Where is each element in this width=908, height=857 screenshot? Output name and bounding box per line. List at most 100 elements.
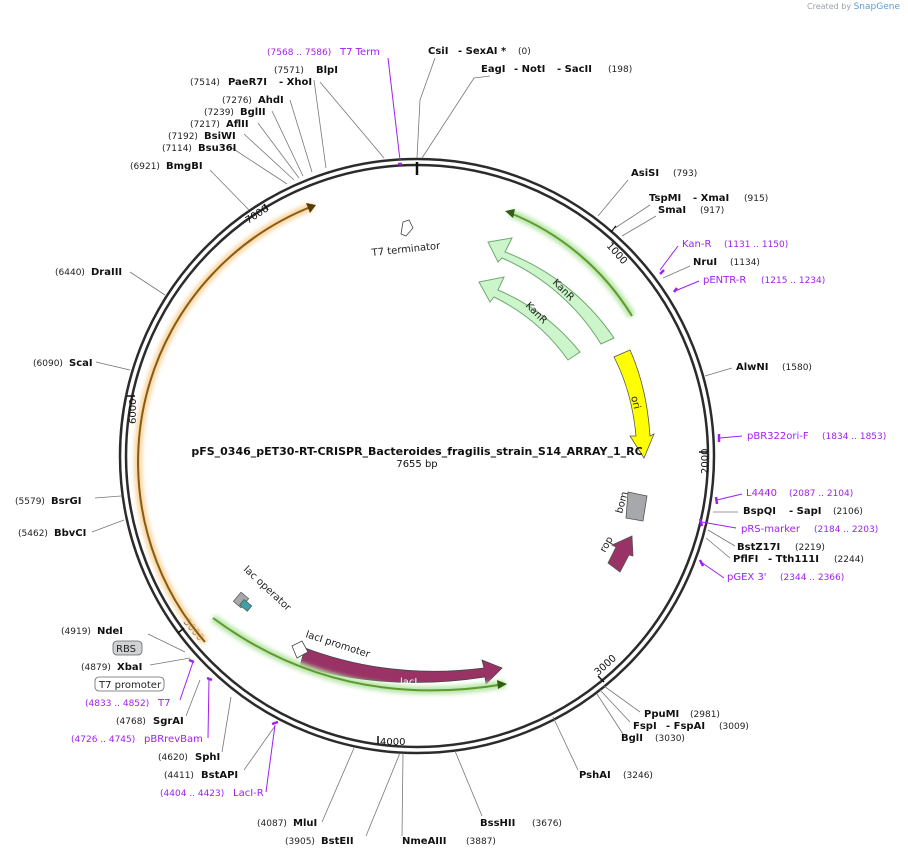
site-bmgbi: BmgBI [166, 161, 203, 172]
site-asisi: AsiSI [631, 168, 659, 179]
site-smai: SmaI [658, 205, 686, 216]
laci-promoter-arrow [291, 640, 309, 659]
pos-6921: (6921) [130, 162, 160, 172]
pos-4411: (4411) [164, 771, 194, 781]
pos-7514: (7514) [190, 78, 220, 88]
site-bsshii: BssHII [480, 818, 515, 829]
pos-198: (198) [608, 65, 632, 75]
primer-kanr: Kan-R [682, 239, 711, 250]
pos-1580: (1580) [782, 363, 812, 373]
primer-pgex-pos: (2344 .. 2366) [780, 573, 844, 583]
site-bglii: BglII [240, 107, 266, 118]
primer-lacir: LacI-R [233, 788, 264, 799]
site-fspai: - FspAI [666, 721, 705, 732]
site-fspi: FspI [633, 721, 657, 732]
site-bstapi: BstAPI [201, 770, 238, 781]
primer-pbrrevbam-pos: (4726 .. 4745) [71, 735, 135, 745]
t7-terminator-arrow [400, 219, 414, 237]
pos-3676: (3676) [532, 819, 562, 829]
primer-pbr322: pBR322ori-F [747, 431, 809, 442]
orange-orf-arrow [137, 205, 314, 643]
site-bsteii: BstEII [321, 836, 354, 847]
primer-marks [188, 162, 721, 726]
tick-2000: 2000 [700, 449, 711, 474]
site-tth111i: - Tth111I [768, 554, 819, 565]
site-alwni: AlwNI [736, 362, 769, 373]
pos-2219: (2219) [795, 543, 825, 553]
pos-4620: (4620) [158, 753, 188, 763]
site-aflii: AflII [226, 119, 249, 130]
laci-label: lacI [400, 677, 417, 688]
site-blpi: BlpI [316, 65, 338, 76]
rop-feature [607, 535, 634, 573]
site-draiii: DraIII [91, 267, 122, 278]
laci-feature [299, 647, 503, 685]
t7-promoter-box [94, 676, 165, 692]
tick-4000: 4000 [380, 737, 405, 748]
site-pflfi: PflFI [733, 554, 758, 565]
ori-feature [613, 349, 655, 459]
pos-7217: (7217) [190, 120, 220, 130]
snapgene-watermark: Created by SnapGene [807, 2, 900, 12]
site-bsrgi: BsrGI [51, 496, 81, 507]
primer-prs-pos: (2184 .. 2203) [814, 525, 878, 535]
site-sexai: - SexAI * [458, 46, 507, 57]
t7-promoter-label: T7 promoter [98, 680, 162, 691]
pos-2981: (2981) [690, 710, 720, 720]
primer-pbr322-pos: (1834 .. 1853) [822, 432, 886, 442]
primer-pgex: pGEX 3' [727, 572, 767, 583]
pos-5462: (5462) [18, 529, 48, 539]
site-eagi: EagI [481, 64, 505, 75]
lac-orf-arrow [212, 617, 506, 692]
pos-6440: (6440) [55, 268, 85, 278]
pos-4087: (4087) [257, 819, 287, 829]
site-nrui: NruI [693, 257, 717, 268]
site-paer7i: PaeR7I [228, 77, 267, 88]
t7-terminator-label: T7 terminator [370, 241, 441, 259]
pos-1134: (1134) [730, 258, 760, 268]
pos-4919: (4919) [61, 627, 91, 637]
site-ndei: NdeI [97, 626, 123, 637]
pos-4879: (4879) [81, 663, 111, 673]
pos-7571: (7571) [274, 66, 304, 76]
pos-3030: (3030) [655, 734, 685, 744]
primer-l4440-pos: (2087 .. 2104) [789, 489, 853, 499]
site-leader-lines [91, 57, 738, 837]
primer-t7-pos: (4833 .. 4852) [85, 699, 149, 709]
primer-pbrrevbam: pBRrevBam [144, 734, 203, 745]
pos-0: (0) [518, 47, 531, 57]
rop-label: rop [598, 535, 616, 555]
site-csii: CsiI [428, 46, 448, 57]
pos-7276: (7276) [222, 96, 252, 106]
pos-3246: (3246) [623, 771, 653, 781]
site-sgrai: SgrAI [153, 716, 184, 727]
site-xbai: XbaI [117, 662, 142, 673]
snapgene-logo: SnapGene [853, 2, 900, 12]
rbs-label: RBS [116, 644, 136, 655]
pos-2244: (2244) [834, 555, 864, 565]
primer-t7: T7 [157, 698, 170, 709]
site-bstz17i: BstZ17I [737, 542, 780, 553]
site-bsiwi: BsiWI [204, 131, 236, 142]
pos-3009: (3009) [719, 722, 749, 732]
pos-7192: (7192) [168, 132, 198, 142]
site-scai: ScaI [69, 358, 93, 369]
site-ahdi: AhdI [258, 95, 284, 106]
site-bspqi: BspQI [743, 506, 776, 517]
site-sacii: - SacII [557, 64, 592, 75]
lac-operator-teal [239, 599, 253, 612]
primer-leader-lines [179, 57, 743, 793]
pos-3905: (3905) [285, 837, 315, 847]
primer-pentr-pos: (1215 .. 1234) [761, 276, 825, 286]
pos-2106: (2106) [833, 507, 863, 517]
pos-6090: (6090) [33, 359, 63, 369]
kanr-feature-inner [478, 276, 581, 361]
primer-l4440: L4440 [746, 488, 777, 499]
pos-917: (917) [700, 206, 724, 216]
site-tspmi: TspMI [649, 193, 681, 204]
primer-pentr: pENTR-R [703, 275, 746, 286]
site-mlui: MluI [293, 818, 317, 829]
pos-793: (793) [673, 169, 697, 179]
primer-lacir-pos: (4404 .. 4423) [160, 789, 224, 799]
